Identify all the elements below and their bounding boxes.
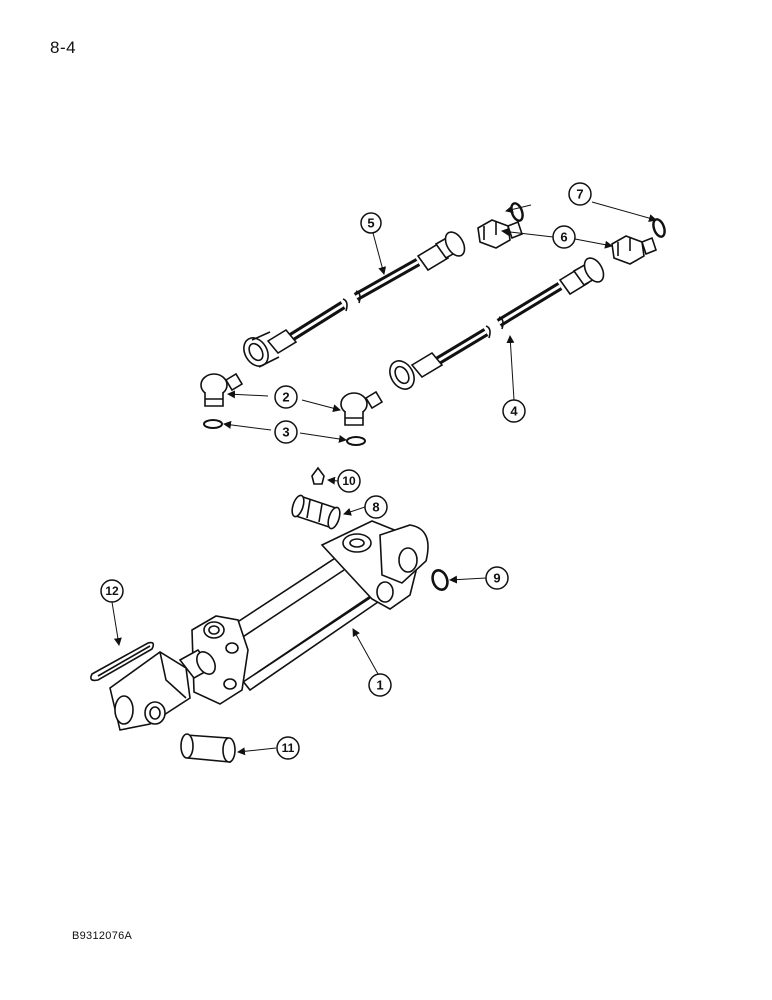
- callout-circle-2: [274, 385, 298, 409]
- callout-11: 11: [282, 741, 295, 755]
- callout-10: 10: [342, 474, 356, 488]
- hose-5: [243, 231, 466, 368]
- pin-11: [180, 733, 236, 763]
- callout-5: 5: [367, 216, 374, 231]
- callout-6: 6: [560, 230, 567, 245]
- o-ring-7-left: [510, 202, 524, 222]
- o-ring-7-right: [652, 218, 666, 238]
- snap-ring-9: [431, 569, 449, 591]
- callout-circle-10: [337, 469, 361, 493]
- callout-circle-9: [485, 566, 509, 590]
- callout-circle-5: [360, 212, 382, 234]
- elbow-2-left: [200, 372, 244, 407]
- figure-code: B9312076A: [72, 930, 133, 942]
- page-number: 8-4: [50, 38, 77, 57]
- callout-circle-12: [100, 579, 124, 603]
- callout-1: 1: [376, 678, 383, 693]
- callout-2: 2: [282, 390, 289, 405]
- callout-7: 7: [576, 187, 583, 202]
- callout-circle-11: [276, 736, 300, 760]
- callout-circle-6: [552, 225, 576, 249]
- pin-8: [291, 494, 341, 530]
- callout-8: 8: [372, 500, 379, 515]
- adapter-6-right: [611, 235, 657, 265]
- callout-circle-3: [274, 420, 298, 444]
- elbow-2-right: [340, 390, 384, 426]
- hose-4: [389, 257, 605, 390]
- callout-circle-4: [502, 399, 526, 423]
- cylinder-1: [109, 520, 429, 731]
- callout-4: 4: [510, 404, 518, 419]
- callout-circle-7: [568, 182, 592, 206]
- o-ring-3-left: [203, 419, 223, 429]
- grease-fitting-10: [311, 466, 325, 485]
- adapter-6-left: [477, 219, 523, 249]
- callout-9: 9: [493, 571, 500, 586]
- callout-circle-1: [368, 673, 392, 697]
- callout-circle-8: [364, 495, 388, 519]
- callout-3: 3: [282, 425, 289, 440]
- callout-12: 12: [105, 584, 119, 598]
- cotter-pin-12: [90, 641, 155, 682]
- o-ring-3-right: [346, 436, 366, 446]
